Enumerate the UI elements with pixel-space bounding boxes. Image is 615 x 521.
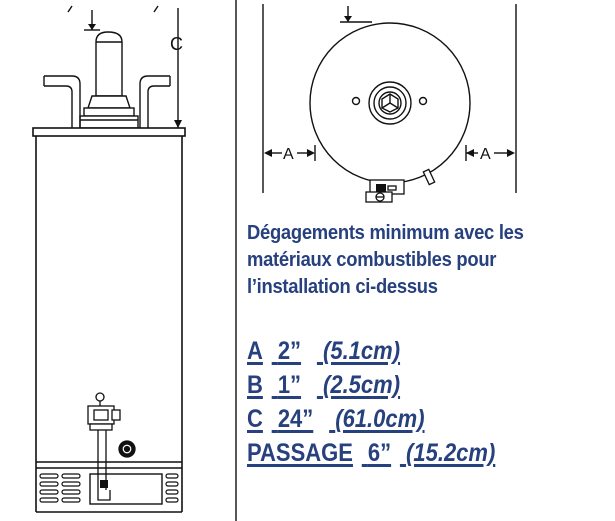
- spec-inch: 1”: [277, 371, 302, 399]
- caption-line-1: Dégagements minimum avec les: [247, 222, 524, 244]
- spec-letter: A: [247, 337, 263, 365]
- vent-slots-right: [165, 473, 179, 503]
- spec-letter: B: [247, 371, 263, 399]
- heater-side-view: [32, 5, 186, 513]
- spec-row-c: C 24” (61.0cm): [247, 402, 571, 436]
- spec-letter: PASSAGE: [247, 439, 353, 467]
- dimension-a-right-label: A: [480, 146, 491, 163]
- spec-row-b: B 1” (2.5cm): [247, 368, 571, 402]
- heater-top-view: [262, 4, 517, 203]
- caption-line-2: matériaux combustibles pour: [247, 249, 497, 271]
- spec-cm: (15.2cm): [406, 439, 496, 467]
- spec-inch: 24”: [277, 405, 314, 433]
- spec-inch: 2”: [277, 337, 302, 365]
- clearance-caption: Dégagements minimum avec les matériaux c…: [247, 220, 586, 301]
- spec-row-a: A 2” (5.1cm): [247, 334, 571, 368]
- clearance-specs: A 2” (5.1cm) B 1” (2.5cm) C 24” (61.0cm)…: [247, 334, 615, 470]
- spec-inch: 6”: [367, 439, 392, 467]
- vent-slots-left: [39, 473, 81, 503]
- caption-line-3: l’installation ci-dessus: [247, 276, 438, 298]
- temperature-dial: [118, 440, 136, 458]
- dimension-c-label: C: [170, 34, 183, 54]
- gas-control-valve: [87, 392, 121, 501]
- spec-cm: (61.0cm): [335, 405, 425, 433]
- dimension-a-left-label: A: [283, 146, 294, 163]
- spec-letter: C: [247, 405, 263, 433]
- spec-cm: (2.5cm): [323, 371, 401, 399]
- spec-cm: (5.1cm): [323, 337, 401, 365]
- top-view-gas-control: [365, 168, 436, 203]
- spec-row-passage: PASSAGE 6” (15.2cm): [247, 436, 571, 470]
